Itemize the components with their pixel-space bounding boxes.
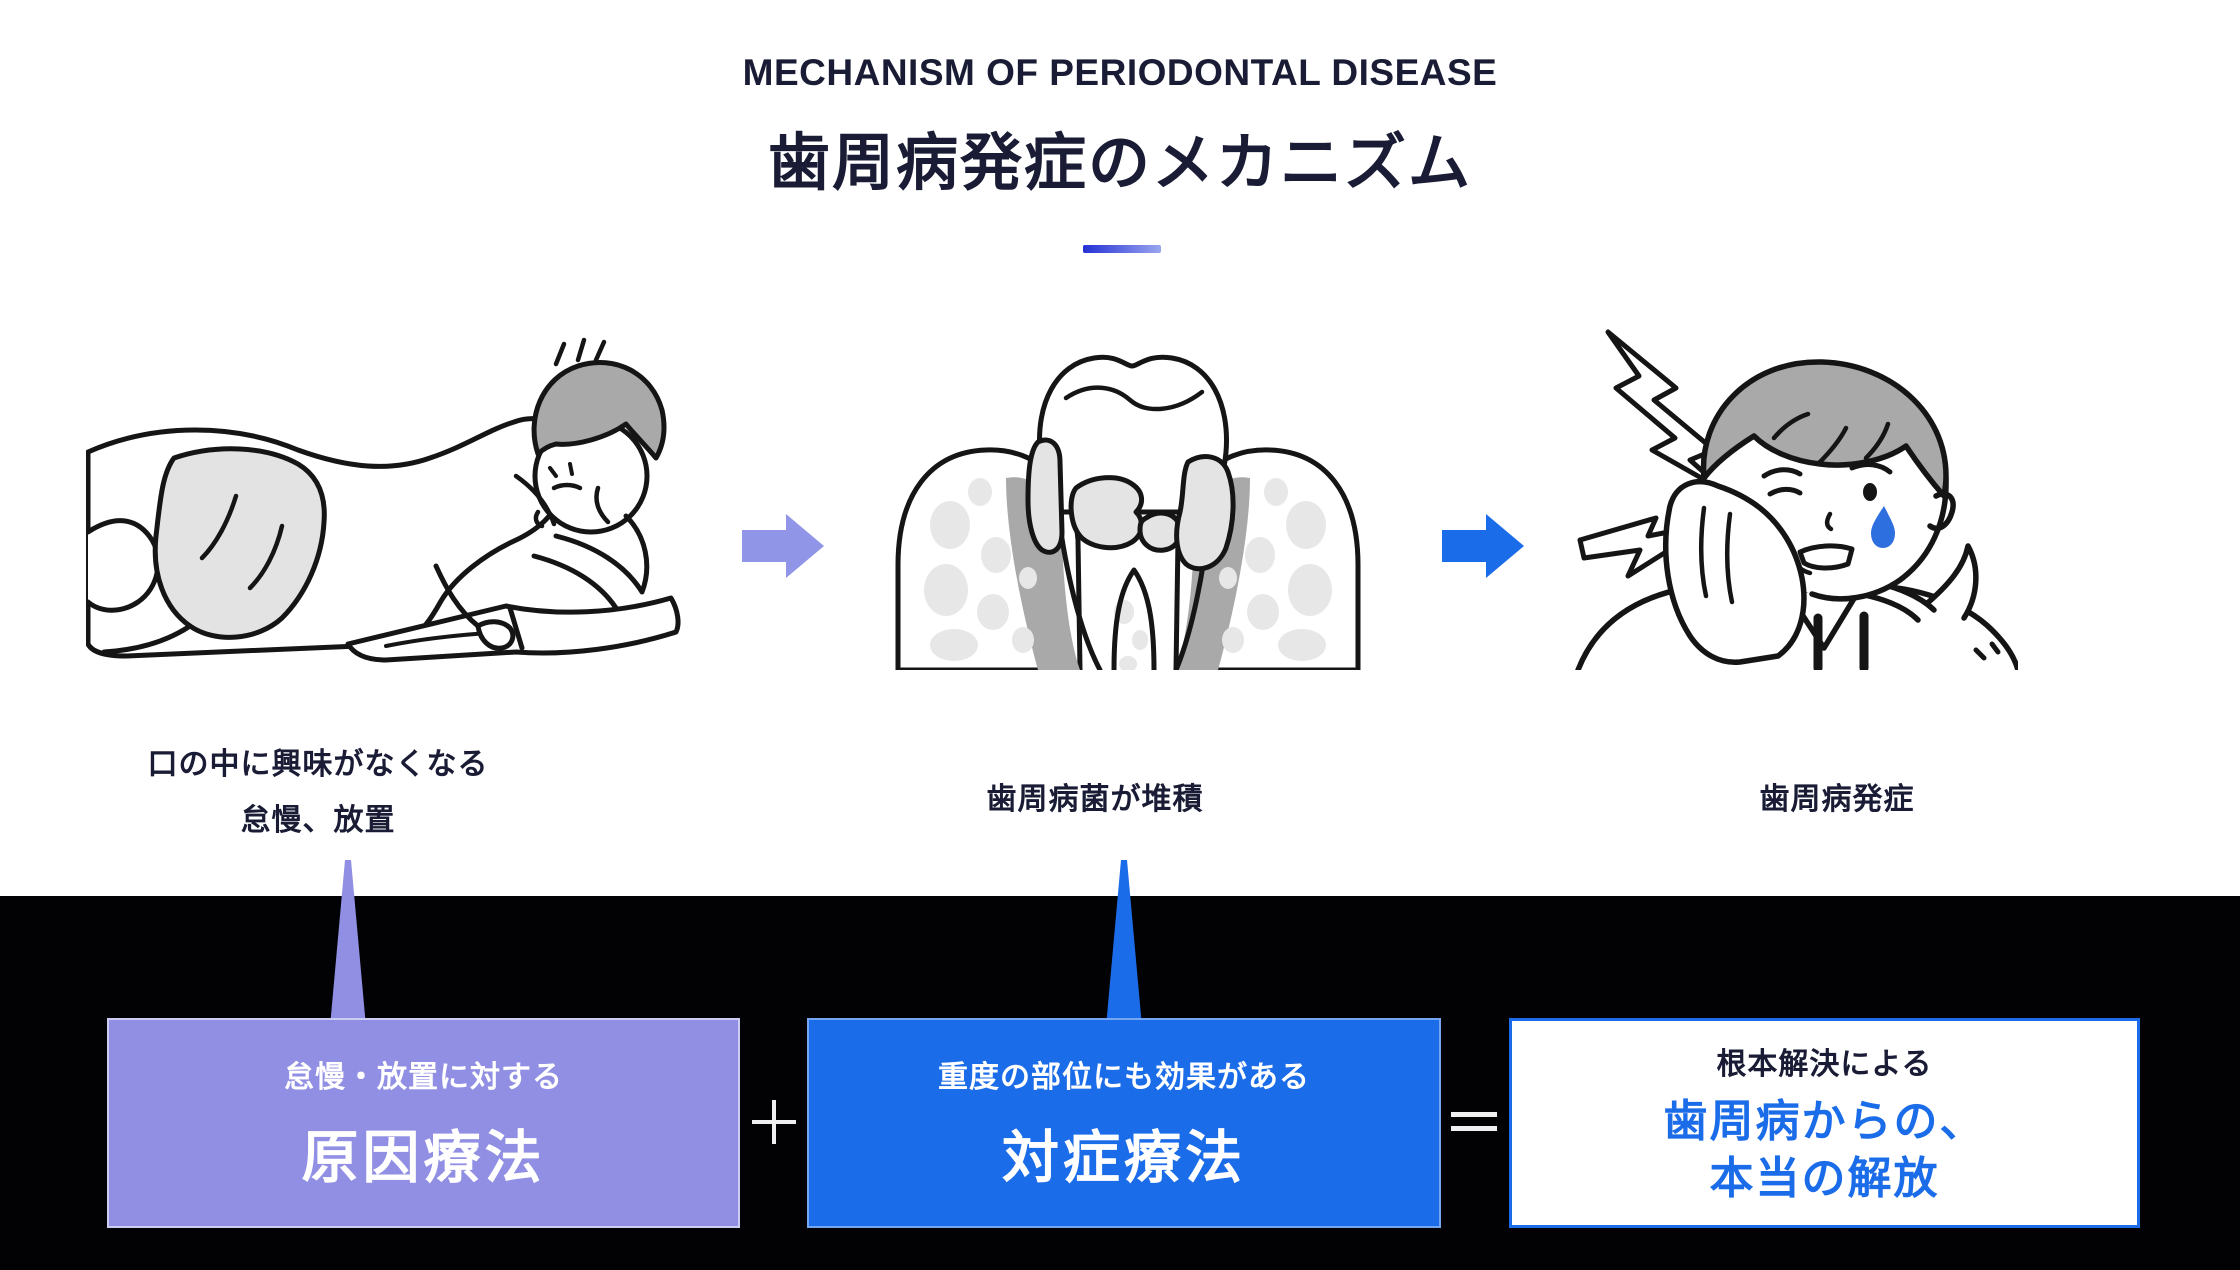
tooth-with-plaque-illustration (888, 320, 1368, 670)
person-lazy-reading-illustration (86, 326, 686, 671)
caption-line: 口の中に興味がなくなる (147, 748, 489, 781)
therapy-box-symptomatic: 重度の部位にも効果がある 対症療法 (807, 1018, 1441, 1228)
result-box-liberation: 根本解決による 歯周病からの、 本当の解放 (1509, 1018, 2140, 1228)
therapy-box-sublabel: 重度の部位にも効果がある (938, 1061, 1310, 1094)
stage-caption-neglect: 口の中に興味がなくなる 怠慢、放置 (18, 737, 618, 848)
result-box-title-line: 本当の解放 (1709, 1154, 1940, 1203)
subtitle-english: MECHANISM OF PERIODONTAL DISEASE (742, 52, 1498, 93)
therapy-box-title: 原因療法 (301, 1126, 546, 1190)
equals-icon (1451, 1112, 1497, 1132)
caption-line: 歯周病発症 (1759, 783, 1915, 816)
page-title: 歯周病発症のメカニズム (767, 129, 1472, 198)
arrow-right-icon (742, 512, 826, 580)
stage-caption-onset: 歯周病発症 (1602, 772, 2072, 828)
stage-caption-plaque: 歯周病菌が堆積 (855, 772, 1335, 828)
person-toothache-illustration (1568, 318, 2018, 670)
result-box-title-line: 歯周病からの、 (1663, 1096, 1986, 1146)
therapy-box-cause: 怠慢・放置に対する 原因療法 (107, 1018, 740, 1228)
therapy-box-title: 対症療法 (1002, 1126, 1246, 1190)
result-box-sublabel: 根本解決による (1716, 1047, 1933, 1081)
plus-icon (752, 1100, 796, 1144)
caption-line: 怠慢、放置 (240, 803, 396, 837)
therapy-box-sublabel: 怠慢・放置に対する (284, 1061, 563, 1094)
arrow-right-icon (1442, 512, 1526, 580)
caption-line: 歯周病菌が堆積 (986, 783, 1204, 816)
title-divider (1083, 245, 1161, 253)
